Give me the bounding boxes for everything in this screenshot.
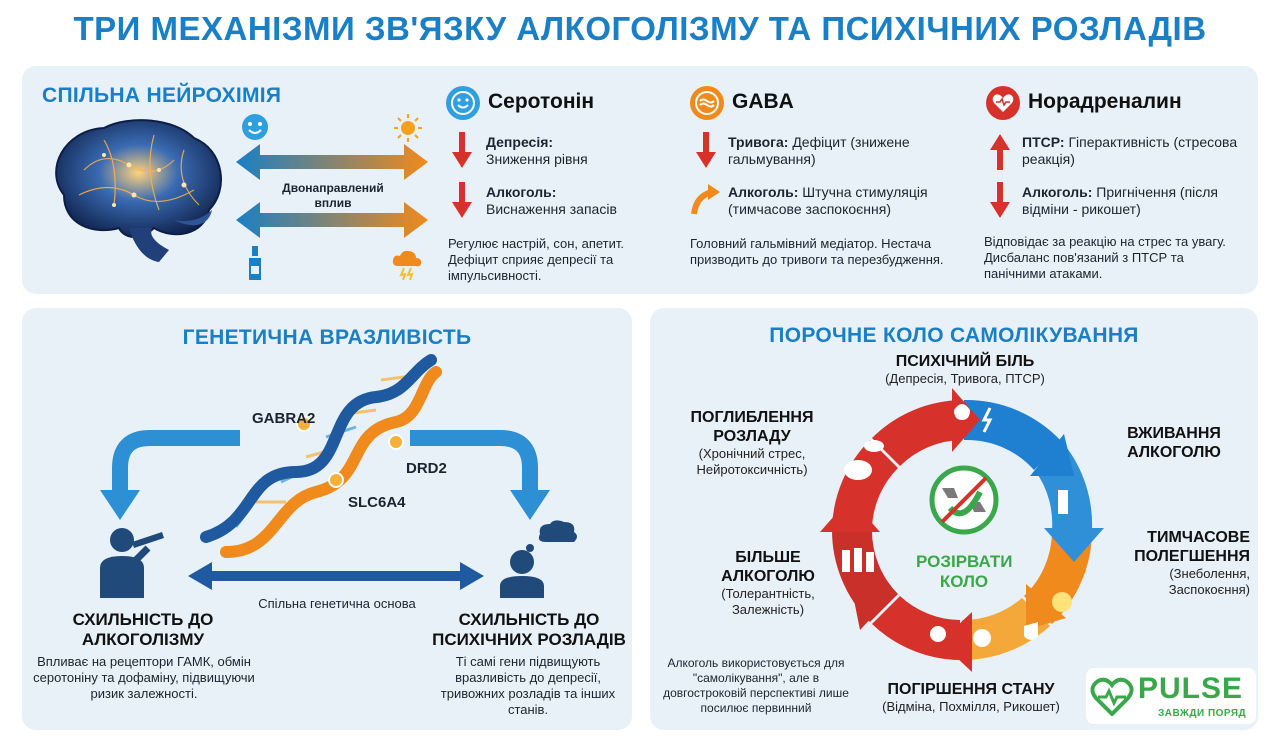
- cycle-step-mental-pain: ПСИХІЧНИЙ БІЛЬ (Депресія, Тривога, ПТСР): [850, 352, 1080, 387]
- item-term: Тривога:: [728, 134, 789, 150]
- item-text: Дефіцит (знижене гальмування): [728, 134, 910, 167]
- item-text: Штучна стимуляція (тимчасове заспокоєння…: [728, 184, 928, 217]
- gene-label-gabra2: GABRA2: [252, 410, 316, 427]
- arrow-down-icon: [990, 182, 1010, 218]
- cycle-step-deepening: ПОГЛИБЛЕННЯ РОЗЛАДУ (Хронічний стрес, Не…: [676, 408, 828, 478]
- noradrenaline-icon: [986, 86, 1020, 120]
- gene-label-slc6a4: SLC6A4: [348, 494, 406, 511]
- mental-disorder-susceptibility-desc: Ті самі гени підвищують вразливість до д…: [440, 654, 616, 717]
- step-label: ПОГЛИБЛЕННЯ РОЗЛАДУ: [690, 409, 814, 445]
- item-term: Алкоголь:: [728, 184, 799, 200]
- item-term: Алкоголь:: [1022, 184, 1093, 200]
- cycle-note: Алкоголь використовується для "самолікув…: [663, 656, 849, 715]
- cycle-step-more-alcohol: БІЛЬШЕ АЛКОГОЛЮ (Толерантність, Залежніс…: [702, 548, 834, 618]
- arrow-up-icon: [990, 134, 1010, 170]
- alcoholism-susceptibility-desc: Впливає на рецептори ГАМК, обмін серотон…: [33, 654, 255, 701]
- genetic-title: ГЕНЕТИЧНА ВРАЗЛИВІСТЬ: [182, 326, 472, 349]
- item-text: Пригнічення (після відміни - рикошет): [1022, 184, 1219, 217]
- gaba-desc: Головний гальмівний медіатор. Нестача пр…: [690, 236, 944, 267]
- step-label: ПОГІРШЕННЯ СТАНУ: [887, 681, 1055, 698]
- step-label: ТИМЧАСОВЕ ПОЛЕГШЕННЯ: [1134, 529, 1250, 565]
- logo-tagline: ЗАВЖДИ ПОРЯД: [1158, 708, 1247, 719]
- step-sub: (Толерантність, Залежність): [721, 586, 815, 617]
- bidirectional-label: Двонаправлений вплив: [268, 181, 398, 211]
- step-label: ПСИХІЧНИЙ БІЛЬ: [895, 353, 1035, 370]
- step-sub: (Хронічний стрес, Нейротоксичність): [696, 446, 808, 477]
- item-text: Зниження рівня: [486, 151, 588, 167]
- gaba-heading: GABA: [732, 90, 794, 113]
- arrow-down-icon: [452, 182, 472, 218]
- serotonin-icon: [446, 86, 480, 120]
- dna-helix-illustration: [200, 354, 442, 558]
- cycle-title: ПОРОЧНЕ КОЛО САМОЛІКУВАННЯ: [769, 324, 1139, 347]
- pulse-logo: PULSE ЗАВЖДИ ПОРЯД: [1086, 668, 1256, 724]
- item-term: ПТСР:: [1022, 134, 1065, 150]
- curved-arrow-icon: [691, 184, 720, 215]
- serotonin-item-1: Депресія: Зниження рівня: [486, 134, 676, 168]
- storm-cloud-icon: [392, 250, 422, 280]
- step-label: ВЖИВАННЯ АЛКОГОЛЮ: [1127, 425, 1221, 461]
- step-label: БІЛЬШЕ АЛКОГОЛЮ: [721, 549, 815, 585]
- serotonin-heading: Серотонін: [488, 90, 595, 113]
- bidirectional-arrows: [236, 144, 428, 238]
- arrow-down-icon: [696, 132, 716, 168]
- arrow-down-icon: [452, 132, 472, 168]
- item-text: Гіперактивність (стресова реакція): [1022, 134, 1238, 167]
- heart-pulse-logo-icon: [1090, 677, 1134, 716]
- neuro-panel: [22, 66, 1258, 294]
- step-sub: (Знеболення, Заспокоєння): [1168, 566, 1250, 597]
- item-term: Алкоголь:: [486, 184, 557, 200]
- neuro-title: СПІЛЬНА НЕЙРОХІМІЯ: [42, 84, 282, 107]
- item-term: Депресія:: [486, 134, 554, 150]
- cycle-step-drinking: ВЖИВАННЯ АЛКОГОЛЮ: [1114, 424, 1234, 462]
- step-sub: (Відміна, Похмілля, Рикошет): [882, 699, 1060, 714]
- noradrenaline-item-2: Алкоголь: Пригнічення (після відміни - р…: [1022, 184, 1242, 218]
- genetic-arrows: [100, 430, 550, 520]
- shared-basis-label: Спільна генетична основа: [258, 596, 416, 611]
- serotonin-desc: Регулює настрій, сон, апетит. Дефіцит сп…: [448, 236, 625, 283]
- person-thinking-icon: [500, 520, 577, 598]
- person-drinking-icon: [100, 528, 164, 598]
- page-title: ТРИ МЕХАНІЗМИ ЗВ'ЯЗКУ АЛКОГОЛІЗМУ ТА ПСИ…: [73, 10, 1207, 47]
- serotonin-item-2: Алкоголь: Виснаження запасів: [486, 184, 676, 218]
- noradrenaline-desc: Відповідає за реакцію на стрес та увагу.…: [984, 234, 1226, 281]
- logo-name: PULSE: [1138, 672, 1244, 705]
- sun-icon: [394, 114, 422, 142]
- noradrenaline-item-1: ПТСР: Гіперактивність (стресова реакція): [1022, 134, 1242, 168]
- break-chain-icon: [929, 465, 999, 535]
- break-cycle-label: РОЗІРВАТИ КОЛО: [916, 552, 1013, 591]
- noradrenaline-heading: Норадреналин: [1028, 90, 1182, 113]
- item-text: Виснаження запасів: [486, 201, 617, 217]
- alcoholism-susceptibility-heading: СХИЛЬНІСТЬ ДО АЛКОГОЛІЗМУ: [72, 610, 214, 649]
- gaba-icon: [690, 86, 724, 120]
- cycle-ring: [820, 388, 1104, 672]
- gene-label-drd2: DRD2: [406, 460, 447, 477]
- mental-disorder-susceptibility-heading: СХИЛЬНІСТЬ ДО ПСИХІЧНИХ РОЗЛАДІВ: [432, 610, 626, 649]
- bottle-icon: [249, 246, 261, 280]
- step-sub: (Депресія, Тривога, ПТСР): [885, 371, 1045, 386]
- brain-illustration: [55, 119, 222, 262]
- gaba-item-1: Тривога: Дефіцит (знижене гальмування): [728, 134, 958, 168]
- cycle-step-worsening: ПОГІРШЕННЯ СТАНУ (Відміна, Похмілля, Рик…: [862, 680, 1080, 715]
- cycle-step-relief: ТИМЧАСОВЕ ПОЛЕГШЕННЯ (Знеболення, Заспок…: [1110, 528, 1250, 598]
- gaba-item-2: Алкоголь: Штучна стимуляція (тимчасове з…: [728, 184, 968, 218]
- smile-icon: [242, 114, 268, 140]
- shared-basis-arrow: [188, 562, 484, 590]
